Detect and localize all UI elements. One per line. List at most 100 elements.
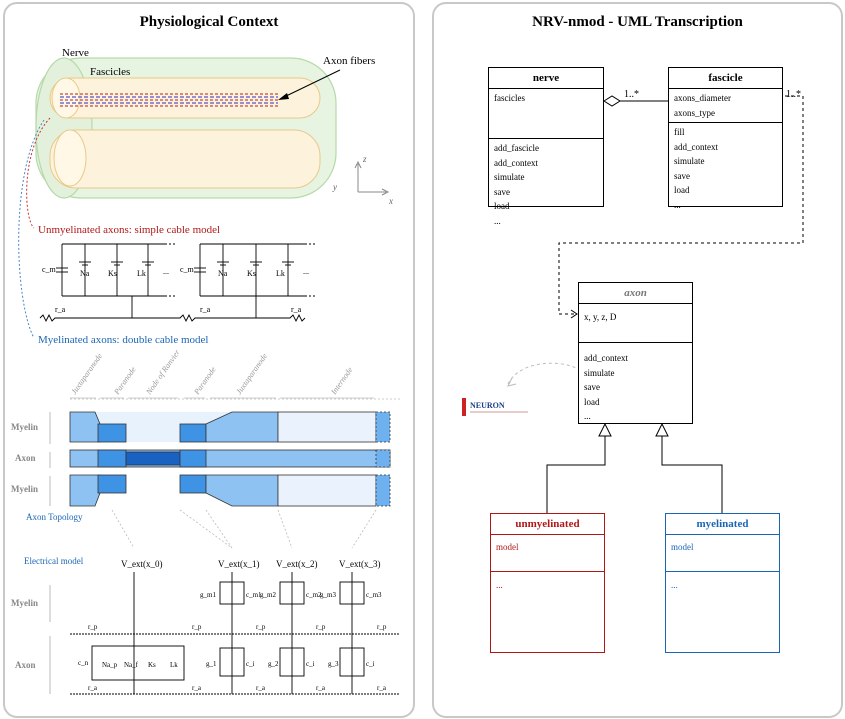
nerve-methods: add_fascicle add_context simulate save l… bbox=[489, 139, 603, 230]
ci-label-2: c_i bbox=[306, 660, 315, 668]
vext-x1: V_ext(x_1) bbox=[218, 559, 260, 569]
fascicles-label: Fascicles bbox=[90, 66, 130, 78]
uml-class-axon: axon x, y, z, D add_context simulate sav… bbox=[578, 282, 693, 424]
multiplicity-fascicle-axon: 1..* bbox=[786, 89, 801, 100]
uml-class-unmyelinated: unmyelinated model ... bbox=[490, 513, 605, 653]
cable-cm-label-1: c_m bbox=[42, 265, 57, 274]
nerve-method: simulate bbox=[494, 172, 525, 182]
g2-label: g_2 bbox=[268, 660, 279, 668]
cm3-label: c_m3 bbox=[366, 591, 382, 599]
aggregation-diamond bbox=[603, 95, 621, 107]
topology-row-myelin-top: Myelin bbox=[11, 422, 38, 432]
lk-label: Lk bbox=[170, 661, 178, 669]
unmyelinated-methods: ... bbox=[491, 572, 604, 595]
fascicle-attr: axons_type bbox=[674, 107, 715, 118]
myelinated-heading: Myelinated axons: double cable model bbox=[38, 334, 208, 346]
vext-x3: V_ext(x_3) bbox=[339, 559, 381, 569]
ra-label-1: r_a bbox=[88, 684, 98, 692]
simple-cable-circuit bbox=[39, 243, 315, 323]
cable-lk-label-1: Lk bbox=[137, 269, 146, 278]
neuron-logo: NEURON bbox=[462, 398, 528, 416]
myelinated-attributes: model bbox=[666, 535, 779, 572]
cable-dots-1: ... bbox=[163, 267, 169, 276]
nerve-method: load bbox=[494, 201, 510, 211]
unmyelinated-attr: model bbox=[496, 542, 519, 552]
class-name-axon: axon bbox=[579, 283, 692, 304]
cn-label: c_n bbox=[78, 659, 89, 667]
fascicle-method: save bbox=[674, 170, 690, 181]
nerve-method: save bbox=[494, 186, 510, 197]
topology-row-myelin-bottom: Myelin bbox=[11, 484, 38, 494]
nerve-attr: fascicles bbox=[494, 93, 525, 103]
electrical-circuit bbox=[70, 572, 400, 695]
axon-method: add_context bbox=[584, 353, 628, 363]
axes-icon bbox=[354, 160, 390, 196]
ci-label-3: c_i bbox=[366, 660, 375, 668]
axis-x-label: x bbox=[388, 196, 393, 206]
cable-na-label-1: Na bbox=[80, 269, 90, 278]
class-name-unmyelinated: unmyelinated bbox=[491, 514, 604, 535]
vext-x2: V_ext(x_2) bbox=[276, 559, 318, 569]
myelinated-method: ... bbox=[671, 580, 678, 590]
nap-label: Na_p bbox=[102, 661, 118, 669]
axon-method: ... bbox=[584, 411, 591, 421]
cable-ra-label-2: r_a bbox=[200, 305, 211, 314]
fascicle-method: fill bbox=[674, 127, 685, 137]
g3-label: g_3 bbox=[328, 660, 339, 668]
axon-fibers-label: Axon fibers bbox=[323, 55, 375, 67]
axon-topology-shape bbox=[69, 411, 391, 507]
topology-row-axon: Axon bbox=[15, 453, 36, 463]
rp-label-5: r_p bbox=[377, 623, 387, 631]
fascicle-attributes: axons_diameter axons_type bbox=[669, 89, 782, 123]
electrical-row-axon: Axon bbox=[15, 660, 36, 670]
axon-method: simulate bbox=[584, 367, 615, 378]
rp-label-3: r_p bbox=[256, 623, 266, 631]
nerve-attributes: fascicles bbox=[489, 89, 603, 139]
topology-dim-arrows bbox=[70, 397, 400, 400]
physiology-diagram: Nerve Fascicles Axon fibers z y x Unmyel… bbox=[11, 47, 400, 695]
cm2-label: c_m2 bbox=[306, 591, 322, 599]
ci-label-1: c_i bbox=[246, 660, 255, 668]
electrical-row-myelin: Myelin bbox=[11, 598, 38, 608]
electrical-model-label: Electrical model bbox=[24, 556, 84, 566]
topology-row-labels: Myelin Axon Myelin bbox=[11, 422, 38, 494]
uml-class-nerve: nerve fascicles add_fascicle add_context… bbox=[488, 67, 604, 226]
cable-dots-2: ... bbox=[303, 267, 309, 276]
class-name-myelinated: myelinated bbox=[666, 514, 779, 535]
axon-methods: add_context simulate save load ... bbox=[579, 343, 692, 426]
gm2-label: g_m2 bbox=[260, 591, 276, 599]
nerve-method: ... bbox=[494, 215, 501, 226]
fascicle-method: ... bbox=[674, 199, 681, 210]
cable-ks-label-1: Ks bbox=[108, 269, 117, 278]
cm1-label: c_m1 bbox=[246, 591, 262, 599]
cable-lk-label-2: Lk bbox=[276, 269, 285, 278]
unmyelinated-attributes: model bbox=[491, 535, 604, 572]
axon-attributes: x, y, z, D bbox=[579, 304, 692, 343]
class-name-nerve: nerve bbox=[489, 68, 603, 89]
rp-label-2: r_p bbox=[192, 623, 202, 631]
myelinated-attr: model bbox=[671, 542, 694, 552]
axon-attr: x, y, z, D bbox=[584, 312, 617, 322]
axon-fibers-bundle bbox=[60, 93, 278, 107]
ra-label-2: r_a bbox=[192, 684, 202, 692]
fascicle-method: simulate bbox=[674, 156, 705, 166]
cable-na-label-2: Na bbox=[218, 269, 228, 278]
inheritance-arrow-unmyelinated bbox=[598, 422, 612, 437]
axon-method: load bbox=[584, 396, 600, 407]
rp-label-1: r_p bbox=[88, 623, 98, 631]
multiplicity-nerve-fascicle: 1..* bbox=[624, 89, 639, 100]
axon-topology-label: Axon Topology bbox=[26, 512, 83, 522]
nerve-label: Nerve bbox=[62, 47, 89, 59]
fascicle-method: add_context bbox=[674, 141, 718, 152]
uml-class-myelinated: myelinated model ... bbox=[665, 513, 780, 653]
axis-y-label: y bbox=[332, 182, 337, 192]
axon-method: save bbox=[584, 382, 600, 392]
cable-ra-label-1: r_a bbox=[55, 305, 66, 314]
myelinated-methods: ... bbox=[666, 572, 779, 595]
naf-label: Na_f bbox=[124, 661, 139, 669]
inheritance-arrow-myelinated bbox=[655, 422, 669, 437]
left-panel-title: Physiological Context bbox=[139, 14, 279, 30]
uml-class-fascicle: fascicle axons_diameter axons_type fill … bbox=[668, 67, 783, 210]
axis-z-label: z bbox=[362, 154, 367, 164]
neuron-logo-text: NEURON bbox=[470, 401, 505, 410]
